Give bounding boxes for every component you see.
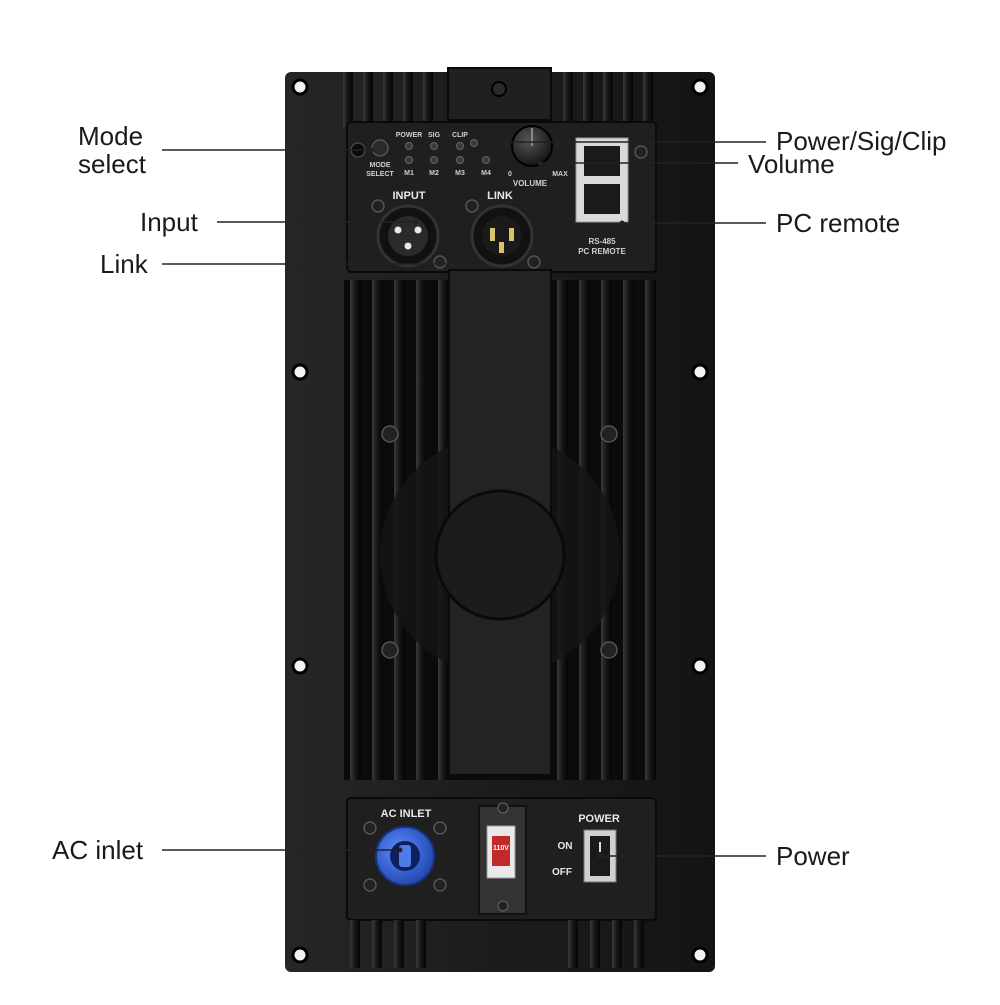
callout-dots — [369, 139, 625, 859]
callout-input: Input — [140, 207, 198, 237]
led-clip-label: CLIP — [452, 132, 468, 139]
screw — [433, 255, 447, 269]
led-sig-label: SIG — [428, 132, 441, 139]
m1-label: M1 — [404, 170, 414, 177]
fan-hub — [434, 489, 566, 621]
callout-power-sig-clip: Power/Sig/Clip — [776, 126, 947, 156]
callout-mode-select-line1: Mode — [78, 121, 144, 151]
screw — [363, 821, 377, 835]
rj45-port-top[interactable] — [584, 146, 620, 176]
ac-inlet-label: AC INLET — [381, 808, 432, 820]
screw — [491, 81, 507, 97]
callout-mode-select: Mode select — [78, 122, 198, 178]
rs485-label-2: PC REMOTE — [578, 247, 626, 256]
callout-lines — [162, 141, 766, 857]
callout-volume: Volume — [748, 149, 835, 179]
xlr-link-pins — [490, 228, 514, 253]
rs485-label-1: RS-485 — [588, 237, 616, 246]
voltage-label: 110V — [493, 845, 509, 852]
xlr-input-pins — [394, 226, 422, 250]
mode-select-button[interactable] — [371, 139, 389, 157]
mounting-holes — [291, 78, 709, 964]
status-leds — [405, 139, 490, 164]
m3-label: M3 — [455, 170, 465, 177]
screw — [497, 802, 509, 814]
m4-label: M4 — [481, 170, 491, 177]
callout-mode-select-line2: select — [78, 149, 146, 179]
voltage-switch[interactable] — [492, 836, 510, 866]
screw — [527, 255, 541, 269]
heatsink-screws — [381, 425, 618, 659]
rj45-port-bottom[interactable] — [584, 184, 620, 214]
led-power-label: POWER — [396, 132, 422, 139]
power-switch-label: POWER — [578, 813, 620, 825]
off-label: OFF — [552, 867, 572, 878]
top-fins — [343, 72, 653, 127]
on-label: ON — [558, 841, 573, 852]
volume-max-label: MAX — [552, 171, 568, 178]
input-label: INPUT — [393, 190, 426, 202]
screw — [497, 900, 509, 912]
volume-min-label: 0 — [508, 171, 512, 178]
screw — [363, 878, 377, 892]
callout-pc-remote: PC remote — [776, 208, 901, 238]
screw — [634, 145, 648, 159]
m2-label: M2 — [429, 170, 439, 177]
bottom-fins — [350, 920, 644, 968]
screw — [433, 878, 447, 892]
mode-select-label-2: SELECT — [366, 171, 394, 178]
screw — [371, 199, 385, 213]
callout-ac-inlet: AC inlet — [52, 835, 144, 865]
volume-label: VOLUME — [513, 179, 548, 188]
callout-power: Power — [776, 841, 850, 871]
screw — [433, 821, 447, 835]
mode-select-label-1: MODE — [370, 162, 391, 169]
callout-link: Link — [100, 249, 148, 279]
link-label: LINK — [487, 190, 513, 202]
screw — [465, 199, 479, 213]
